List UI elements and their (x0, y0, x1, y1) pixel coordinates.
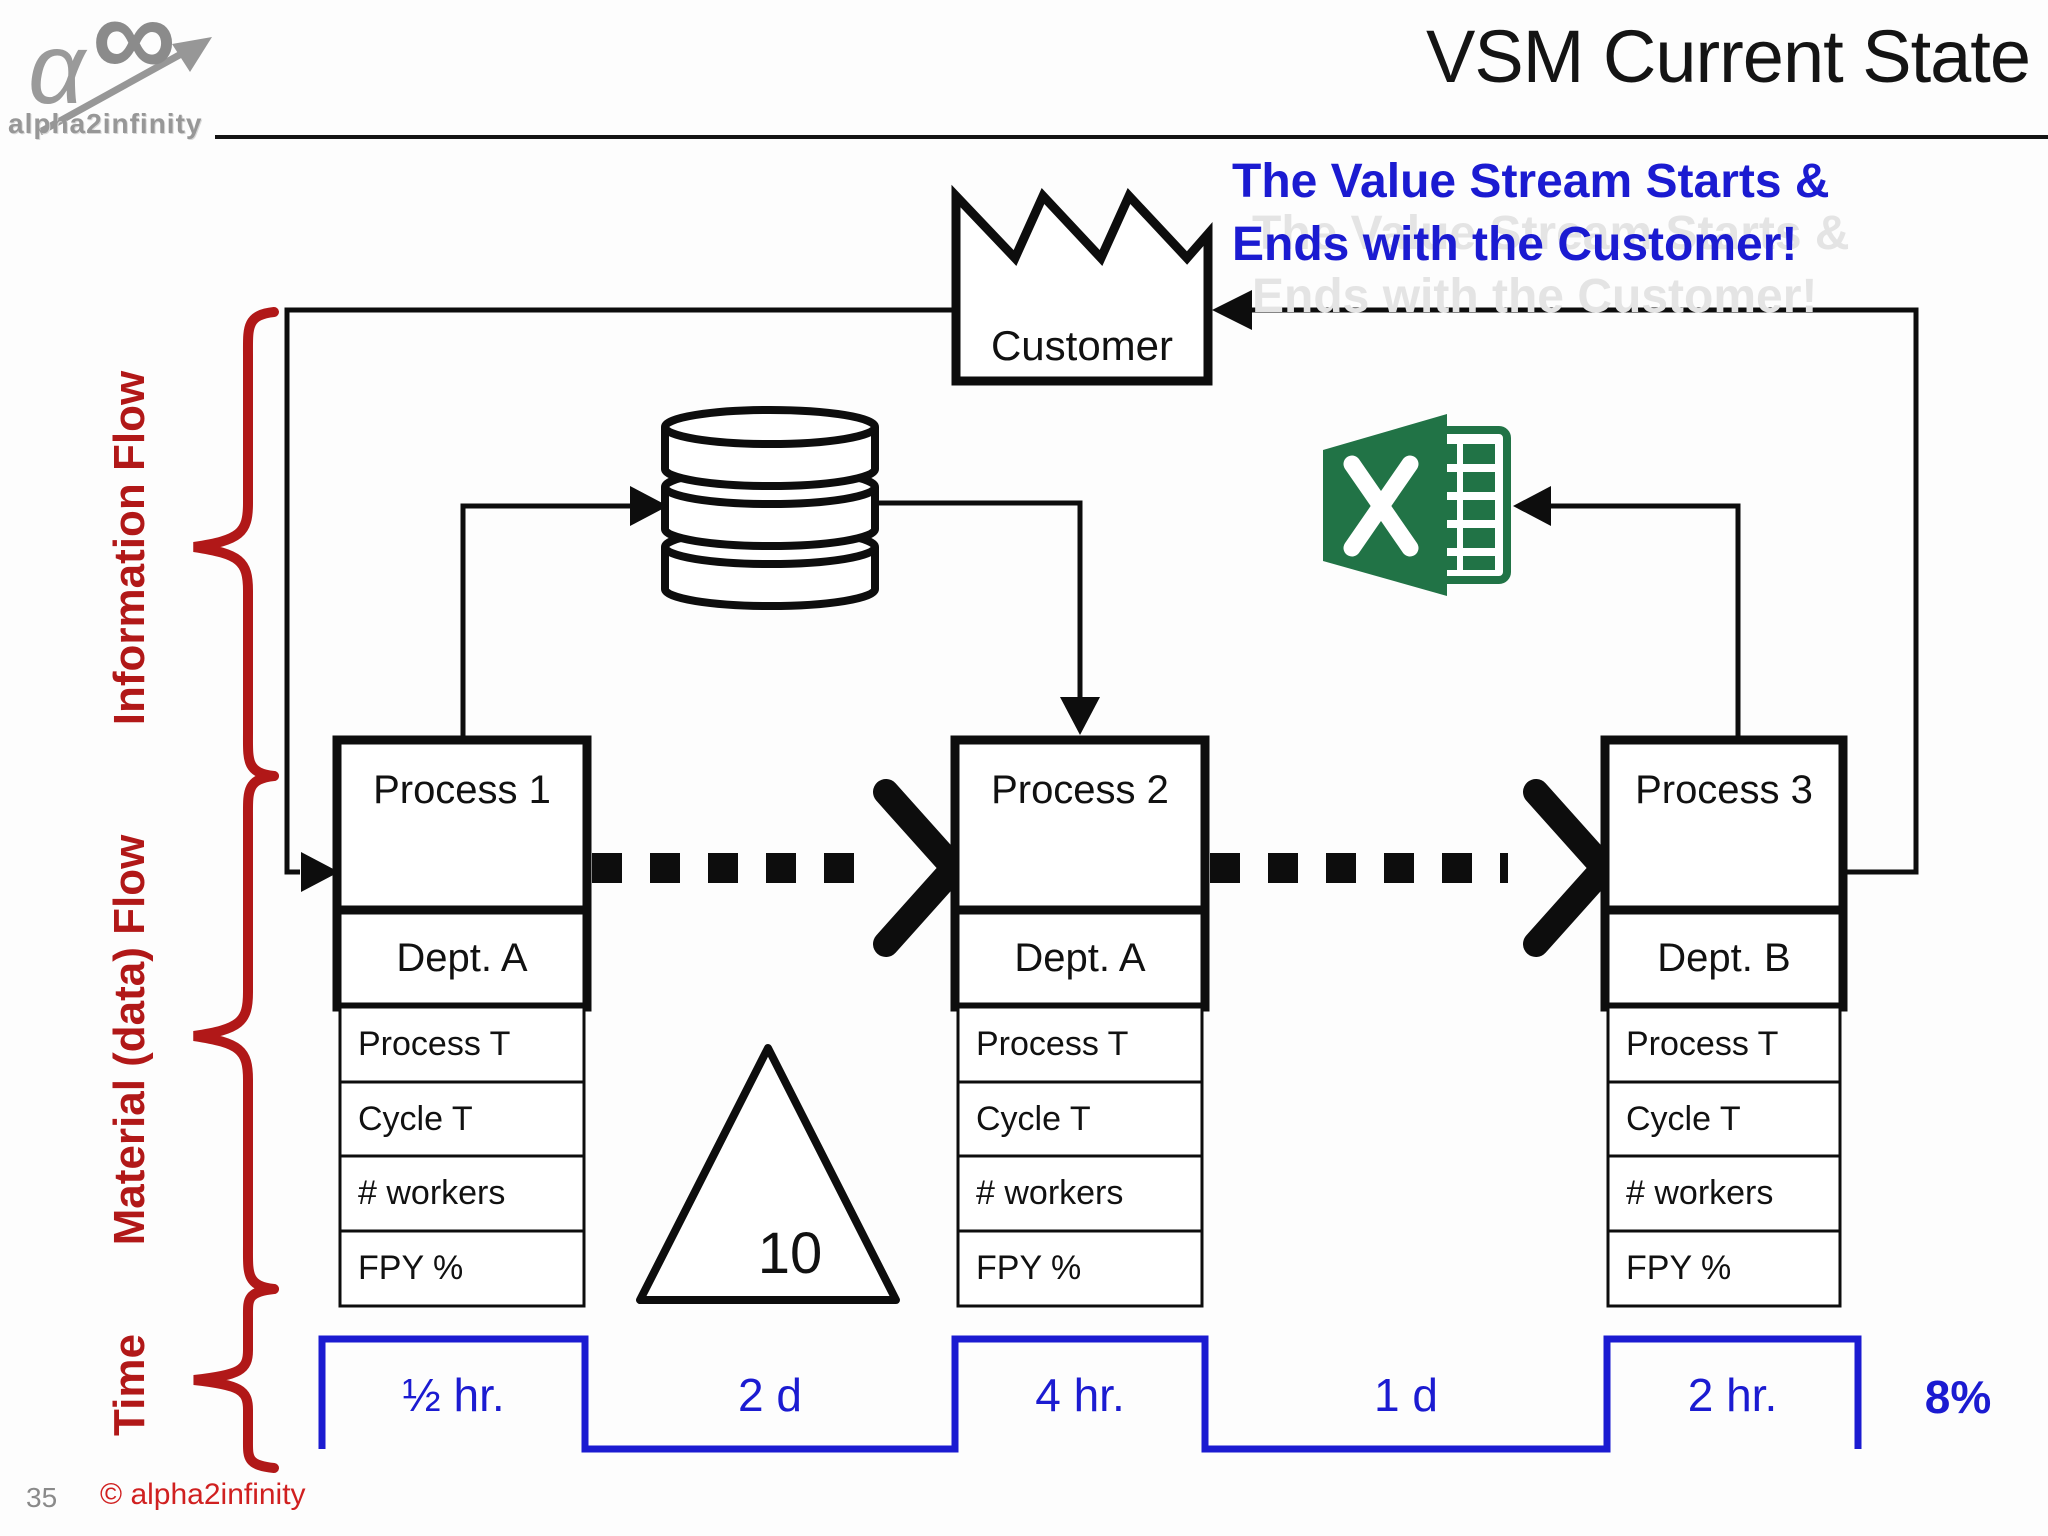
logo-alpha-glyph: α (28, 13, 86, 125)
arrowhead-into-customer (1212, 290, 1252, 330)
info-flow-process3-to-customer (1250, 307, 1919, 875)
information-flow-label: Information Flow (105, 370, 154, 726)
process2-row-workers: # workers (976, 1174, 1124, 1212)
copyright-text: © alpha2infinity (100, 1478, 306, 1511)
process1-row-process-t: Process T (358, 1025, 511, 1063)
process1-row-fpy: FPY % (358, 1249, 464, 1287)
material-flow-brace (193, 771, 279, 1294)
info-flow-customer-to-process1 (284, 307, 956, 875)
process2-dept: Dept. A (1014, 936, 1146, 980)
arrowhead-into-database (630, 486, 668, 526)
callout-ghost-text: The Value Stream Starts & Ends with the … (1252, 207, 1850, 324)
customer-label: Customer (990, 322, 1174, 369)
logo-arrow-icon (38, 37, 212, 136)
info-flow-process3-to-excel (1549, 503, 1741, 742)
time-brace (193, 1284, 279, 1473)
process3-name: Process 3 (1635, 768, 1813, 812)
process1-dept: Dept. A (396, 936, 528, 980)
material-flow-label: Material (data) Flow (105, 834, 154, 1246)
process1-box-frame (332, 735, 592, 1308)
process1-name: Process 1 (373, 768, 551, 812)
inventory-value: 10 (757, 1221, 823, 1286)
process3-row-fpy: FPY % (1626, 1249, 1732, 1287)
arrowheads (301, 290, 1551, 892)
process2-row-cycle-t: Cycle T (976, 1100, 1091, 1138)
process3-row-cycle-t: Cycle T (1626, 1100, 1741, 1138)
timeline-total-percent: 8% (1924, 1371, 1992, 1423)
process2-box-frame (950, 735, 1210, 1308)
material-flow-arrow-1 (592, 779, 967, 957)
information-flow-brace (193, 307, 279, 781)
timeline-line (318, 1335, 1862, 1453)
process2-row-process-t: Process T (976, 1025, 1129, 1063)
process1-row-cycle-t: Cycle T (358, 1100, 473, 1138)
database-icon (661, 406, 879, 610)
process2-row-fpy: FPY % (976, 1249, 1082, 1287)
flow-braces (193, 307, 279, 1473)
timeline-segment-4: 1 d (1374, 1369, 1438, 1421)
process3-row-process-t: Process T (1626, 1025, 1779, 1063)
material-flow-arrow-2 (1210, 779, 1617, 957)
inventory-triangle-icon (636, 1044, 900, 1304)
arrowhead-into-process1 (301, 852, 339, 892)
timeline-segment-2: 2 d (738, 1369, 802, 1421)
customer-factory-icon (951, 184, 1213, 386)
info-flow-database-to-process2 (875, 500, 1083, 699)
timeline-segment-1: ½ hr. (402, 1369, 505, 1421)
logo-brand-text: alpha2infinity (8, 108, 203, 139)
time-label: Time (105, 1334, 154, 1436)
info-flow-process1-to-database (460, 503, 632, 740)
arrowhead-into-process2 (1060, 697, 1100, 735)
process2-name: Process 2 (991, 768, 1169, 812)
page-title: VSM Current State (1425, 15, 2031, 98)
excel-icon (1323, 414, 1511, 596)
process3-box-frame (1600, 735, 1848, 1308)
process1-row-workers: # workers (358, 1174, 506, 1212)
process3-dept: Dept. B (1657, 936, 1791, 980)
arrowhead-into-excel (1513, 486, 1551, 526)
timeline-segment-3: 4 hr. (1035, 1369, 1125, 1421)
page-number: 35 (26, 1482, 58, 1513)
process3-row-workers: # workers (1626, 1174, 1774, 1212)
logo-infinity-glyph: ∞ (92, 0, 177, 103)
callout-text: The Value Stream Starts & Ends with the … (1232, 155, 1830, 272)
timeline-segment-5: 2 hr. (1687, 1369, 1778, 1421)
